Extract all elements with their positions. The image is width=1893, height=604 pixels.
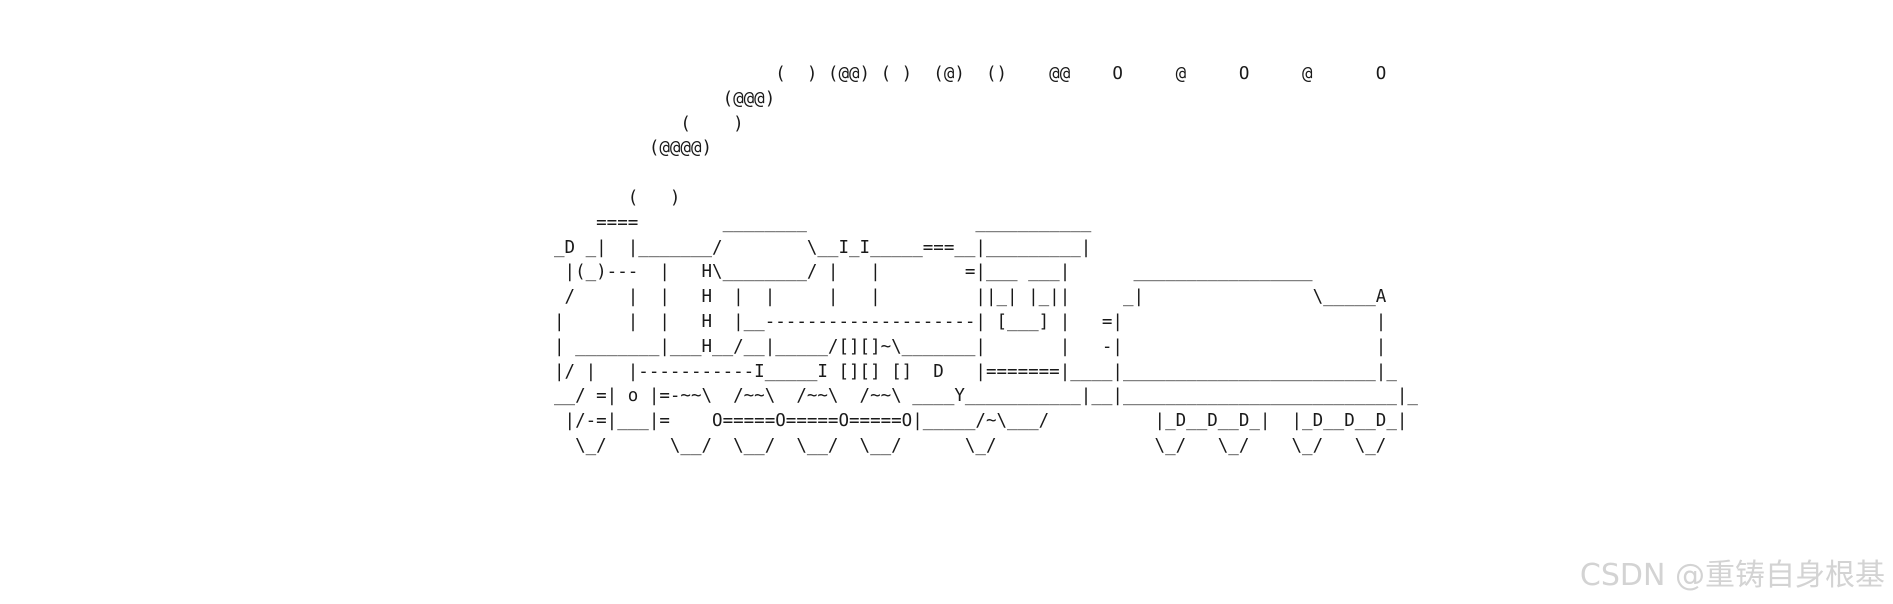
steam-locomotive-ascii-art: ( ) (@@) ( ) (@) () @@ O @ O @ O (@@@) (…: [554, 64, 1418, 456]
watermark: CSDN @重铸自身根基: [1579, 558, 1885, 593]
